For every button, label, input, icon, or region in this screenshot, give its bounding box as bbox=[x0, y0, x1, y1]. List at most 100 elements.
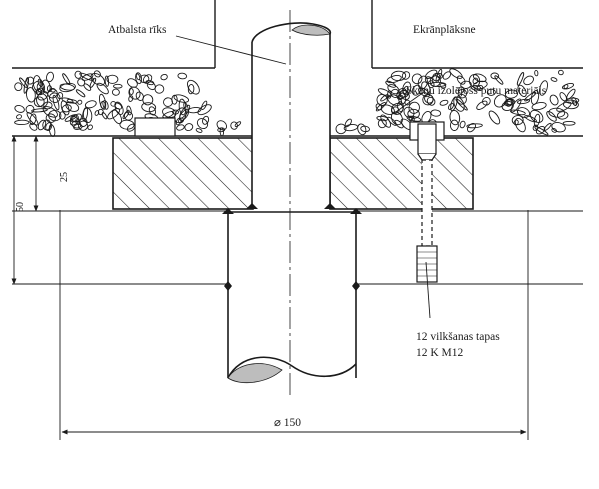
pebble bbox=[87, 124, 93, 131]
pebble bbox=[449, 68, 463, 79]
pebble bbox=[26, 76, 35, 85]
pebble bbox=[457, 88, 467, 99]
pebble bbox=[558, 69, 564, 76]
pebble bbox=[551, 122, 566, 133]
pebble bbox=[524, 91, 537, 102]
pebble bbox=[459, 120, 466, 129]
right-plate bbox=[329, 137, 474, 210]
pebble bbox=[90, 72, 106, 86]
pebble bbox=[563, 84, 569, 89]
pebble bbox=[551, 128, 557, 133]
pebble bbox=[535, 126, 546, 135]
pebble bbox=[357, 123, 367, 136]
lower-pipe bbox=[227, 211, 357, 384]
pebble bbox=[517, 84, 527, 98]
pebble bbox=[187, 83, 195, 95]
pebble bbox=[96, 82, 109, 95]
label-diameter: ⌀ 150 bbox=[274, 417, 302, 429]
pebble bbox=[387, 116, 397, 126]
pebble bbox=[380, 104, 395, 115]
pebble bbox=[230, 121, 238, 130]
pebble bbox=[439, 99, 449, 106]
pebble bbox=[377, 118, 387, 129]
pebble bbox=[79, 72, 95, 81]
pebble bbox=[476, 100, 488, 110]
pebble bbox=[516, 72, 525, 86]
pebble bbox=[399, 90, 410, 100]
pebble bbox=[84, 100, 97, 109]
pebble bbox=[69, 113, 82, 126]
pebble bbox=[344, 118, 352, 128]
pebble bbox=[111, 109, 123, 125]
pebble bbox=[394, 119, 404, 129]
pebble bbox=[427, 80, 435, 89]
pebble bbox=[48, 109, 62, 122]
pebble bbox=[514, 117, 526, 133]
pebble bbox=[179, 104, 191, 119]
pebble bbox=[14, 82, 23, 92]
pebble bbox=[201, 100, 208, 110]
pebble bbox=[425, 69, 438, 79]
pebble bbox=[548, 107, 566, 118]
pebble bbox=[482, 97, 491, 106]
pebble bbox=[571, 97, 578, 106]
pebble bbox=[42, 119, 52, 131]
pebble bbox=[16, 114, 22, 120]
pebble bbox=[59, 82, 76, 93]
pebble bbox=[160, 73, 168, 81]
pebble bbox=[386, 75, 402, 84]
pebble bbox=[511, 115, 524, 126]
pebble bbox=[97, 108, 104, 116]
pebble bbox=[65, 101, 80, 112]
pebble bbox=[472, 77, 479, 85]
pebble bbox=[93, 70, 101, 78]
pebble bbox=[61, 97, 74, 104]
pebble bbox=[126, 105, 132, 116]
dimension-lines bbox=[11, 135, 529, 440]
pebble bbox=[82, 107, 89, 122]
pebble bbox=[186, 79, 200, 95]
pebble bbox=[455, 98, 468, 111]
pebble bbox=[219, 127, 224, 137]
pebble bbox=[561, 82, 575, 90]
pebble bbox=[19, 77, 28, 88]
pebble bbox=[141, 102, 157, 113]
label-bolts-line2: 12 K M12 bbox=[416, 347, 464, 359]
pebble bbox=[550, 77, 558, 82]
pebble bbox=[163, 97, 173, 107]
pebble bbox=[566, 88, 576, 100]
pebble bbox=[42, 106, 58, 118]
pebble bbox=[83, 83, 92, 91]
pebble bbox=[534, 126, 549, 136]
left-plate bbox=[112, 137, 254, 210]
pebble bbox=[102, 100, 109, 110]
pebble bbox=[177, 72, 188, 80]
pebble bbox=[556, 101, 572, 112]
pebble bbox=[123, 111, 134, 121]
pebble bbox=[390, 106, 400, 114]
pebble bbox=[26, 112, 39, 126]
pebble bbox=[417, 75, 428, 90]
pebble bbox=[98, 93, 107, 110]
bolt-hole-left bbox=[134, 117, 176, 137]
pebble bbox=[534, 69, 539, 77]
pebble bbox=[135, 73, 141, 81]
pebble bbox=[533, 113, 541, 127]
pebble bbox=[390, 70, 407, 82]
pebble bbox=[430, 109, 442, 117]
pebble bbox=[129, 88, 134, 96]
pebble bbox=[162, 111, 175, 119]
pebble bbox=[429, 75, 441, 87]
pebble bbox=[546, 111, 557, 122]
pebble bbox=[490, 72, 500, 80]
pebble bbox=[234, 121, 242, 127]
pebble bbox=[517, 98, 530, 105]
pulling-stud bbox=[416, 123, 438, 283]
pebble bbox=[79, 117, 88, 127]
pebble bbox=[52, 94, 60, 111]
pebble bbox=[411, 84, 422, 96]
pebble bbox=[101, 112, 108, 120]
pebble bbox=[432, 72, 441, 82]
pebble bbox=[171, 94, 178, 105]
